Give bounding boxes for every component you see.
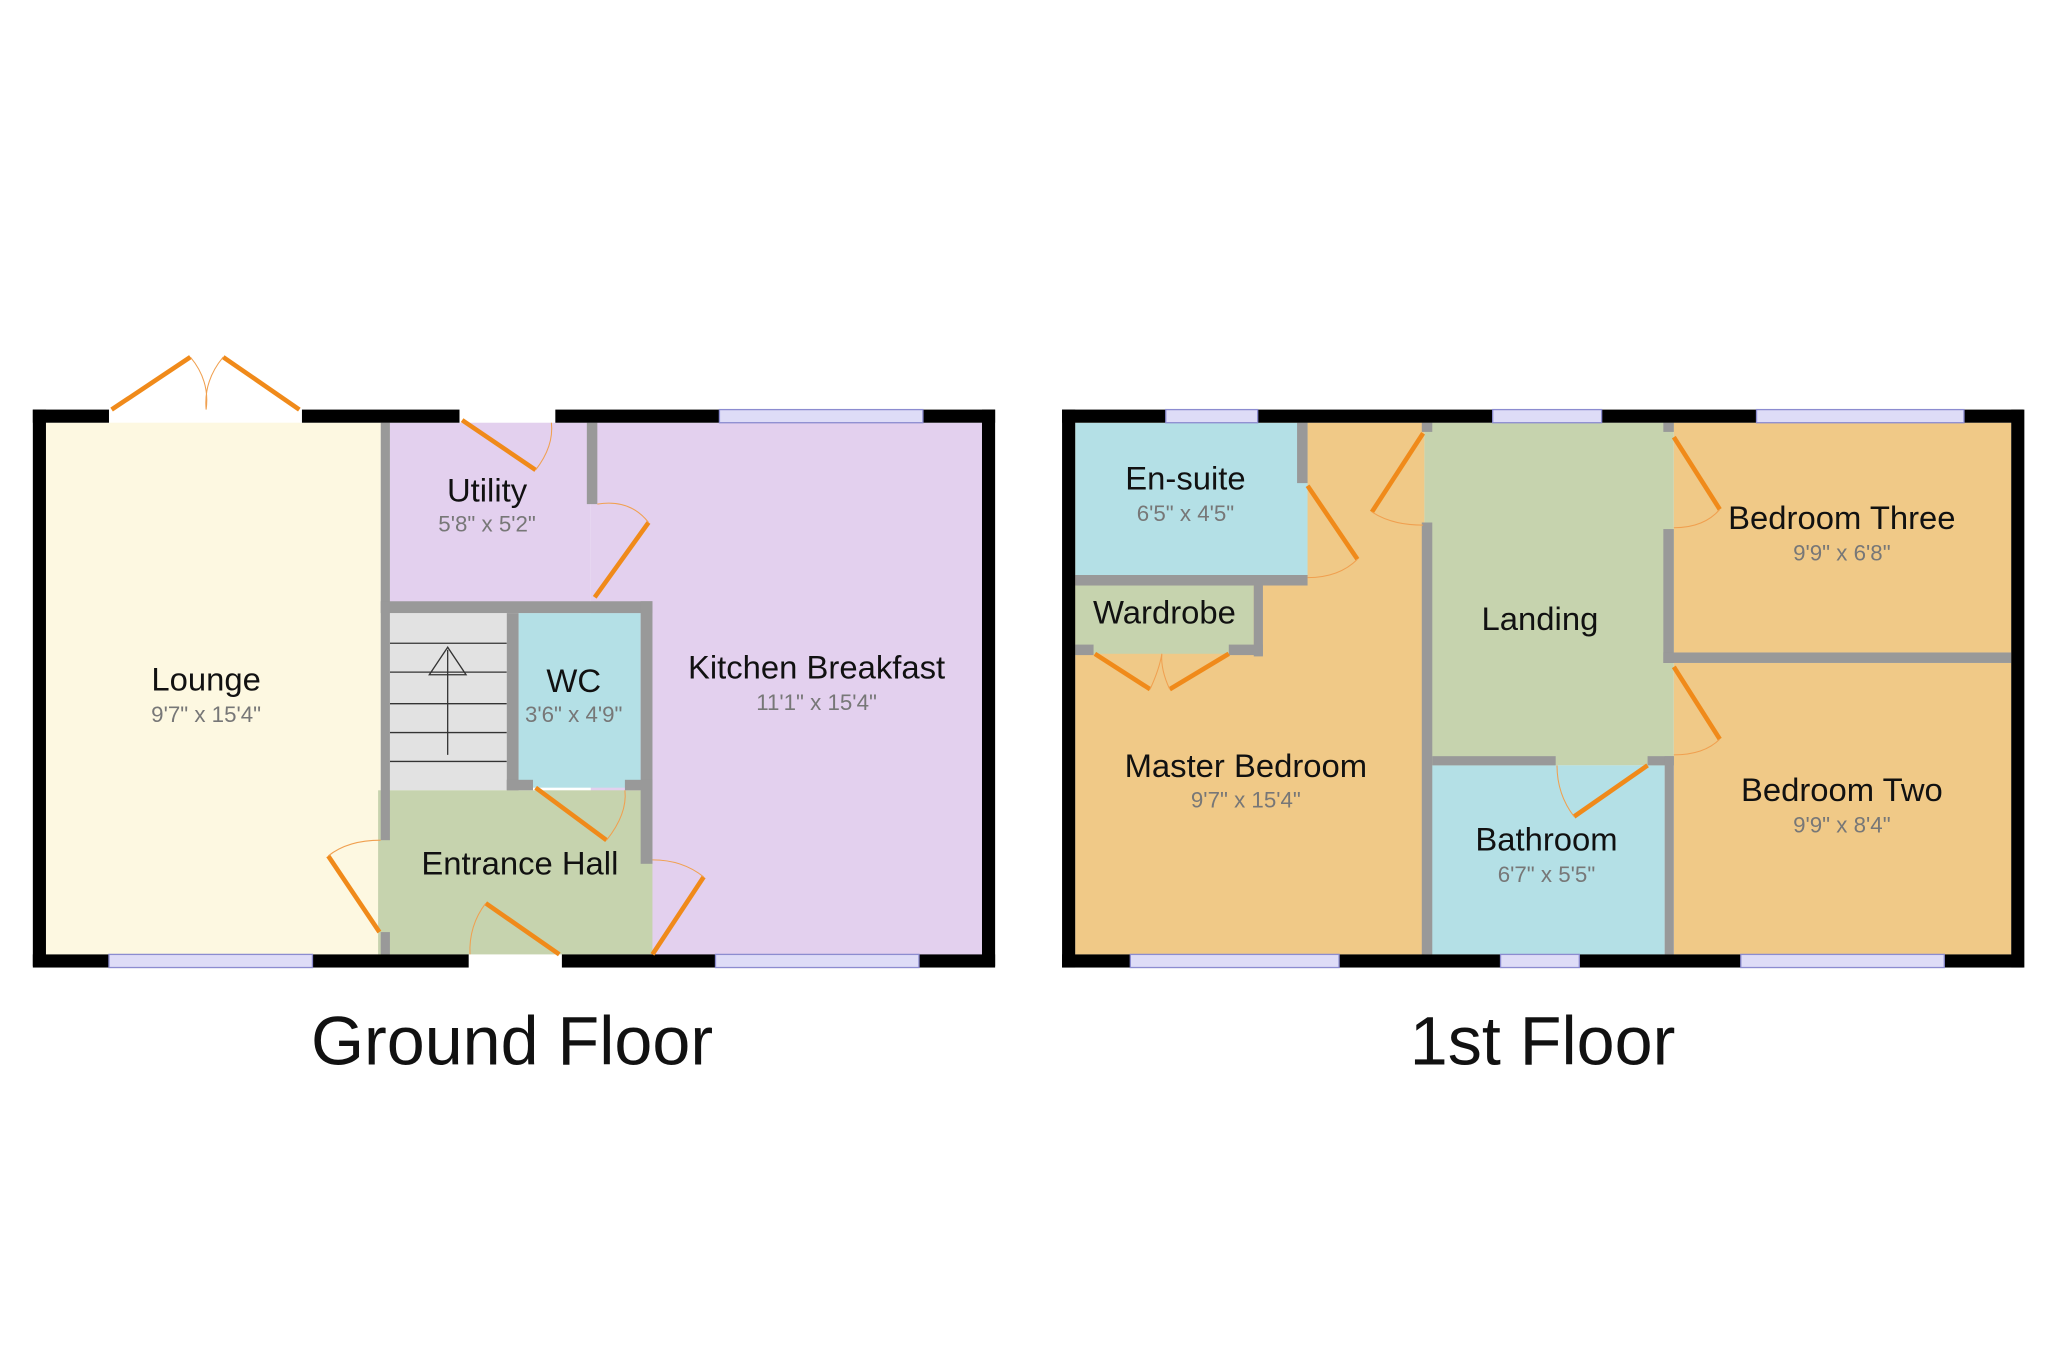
outer-wall: [1062, 409, 1076, 968]
wall: [1253, 585, 1263, 657]
room-dimensions: 5'8" x 5'2": [438, 512, 535, 537]
room-name: Wardrobe: [1093, 594, 1236, 631]
room-name: Bedroom Three: [1728, 499, 1955, 536]
wall: [1075, 644, 1094, 656]
window: [1129, 953, 1340, 969]
room-name: WC: [546, 662, 601, 699]
wall: [586, 422, 598, 505]
window: [1165, 408, 1259, 424]
room-dimensions: 9'7" x 15'4": [151, 702, 261, 727]
doors: [1093, 431, 1722, 819]
room-name: Utility: [447, 471, 528, 508]
room-dimensions: 9'7" x 15'4": [1191, 787, 1301, 812]
wall: [380, 932, 390, 955]
window: [714, 953, 920, 969]
wardrobe-area: [1075, 585, 1254, 654]
wall: [1663, 652, 2012, 663]
window: [1499, 953, 1580, 969]
bedroom-two-area: [1673, 662, 2012, 955]
outer-wall: [301, 409, 460, 423]
ensuite-area: [1075, 422, 1308, 576]
wall: [1664, 756, 1674, 955]
room-name: Kitchen Breakfast: [688, 649, 945, 686]
window: [718, 408, 924, 424]
room-dimensions: 11'1" x 15'4": [756, 690, 877, 715]
wall: [1228, 644, 1263, 656]
wall: [380, 601, 653, 614]
bedroom-three-area: [1673, 422, 2012, 653]
landing-area: [1424, 422, 1674, 766]
room-dimensions: 6'5" x 4'5": [1137, 501, 1234, 526]
wall: [1647, 756, 1674, 766]
room-name: Master Bedroom: [1125, 747, 1368, 784]
room-name: Entrance Hall: [421, 844, 618, 881]
wall: [1297, 422, 1308, 484]
wall: [1432, 756, 1556, 766]
ground-floor-plan: Lounge 9'7" x 15'4" Utility 5'8" x 5'2" …: [32, 355, 996, 1080]
wall: [1075, 575, 1308, 586]
room-dimensions: 9'9" x 6'8": [1793, 541, 1890, 566]
wall: [624, 779, 653, 791]
room-dimensions: 6'7" x 5'5": [1498, 862, 1595, 887]
wall: [1421, 422, 1433, 432]
room-dimensions: 9'9" x 8'4": [1793, 812, 1890, 837]
bathroom-area: [1430, 765, 1665, 955]
wall: [380, 422, 390, 841]
lounge-area: [45, 422, 381, 955]
room-name: Landing: [1482, 600, 1599, 637]
floor-title: Ground Floor: [311, 1004, 713, 1080]
floor-title: 1st Floor: [1410, 1004, 1676, 1080]
wall: [506, 779, 534, 791]
room-name: En-suite: [1125, 460, 1245, 497]
outer-wall: [2011, 409, 2025, 968]
doors: [110, 355, 706, 957]
entrance-hall-area: [378, 790, 653, 955]
window: [1755, 408, 1965, 424]
room-dimensions: 3'6" x 4'9": [525, 702, 622, 727]
wall: [506, 613, 519, 791]
wall: [1663, 422, 1674, 432]
outer-wall: [981, 409, 996, 967]
room-name: Bathroom: [1475, 821, 1617, 858]
outer-wall: [32, 409, 46, 967]
first-floor-plan: En-suite 6'5" x 4'5" Wardrobe Master Bed…: [1062, 408, 2025, 1080]
room-name: Lounge: [151, 661, 260, 698]
window: [108, 953, 314, 969]
window: [1492, 408, 1603, 424]
stair-treads: [389, 642, 507, 763]
wall: [1663, 529, 1674, 663]
kitchen-area-lower: [652, 603, 982, 955]
room-name: Bedroom Two: [1741, 771, 1943, 808]
wall: [640, 601, 653, 864]
utility-area: [389, 422, 591, 604]
wall: [1421, 522, 1433, 955]
window: [1740, 953, 1945, 969]
outer-wall: [32, 409, 109, 423]
wc-area: [518, 613, 641, 788]
